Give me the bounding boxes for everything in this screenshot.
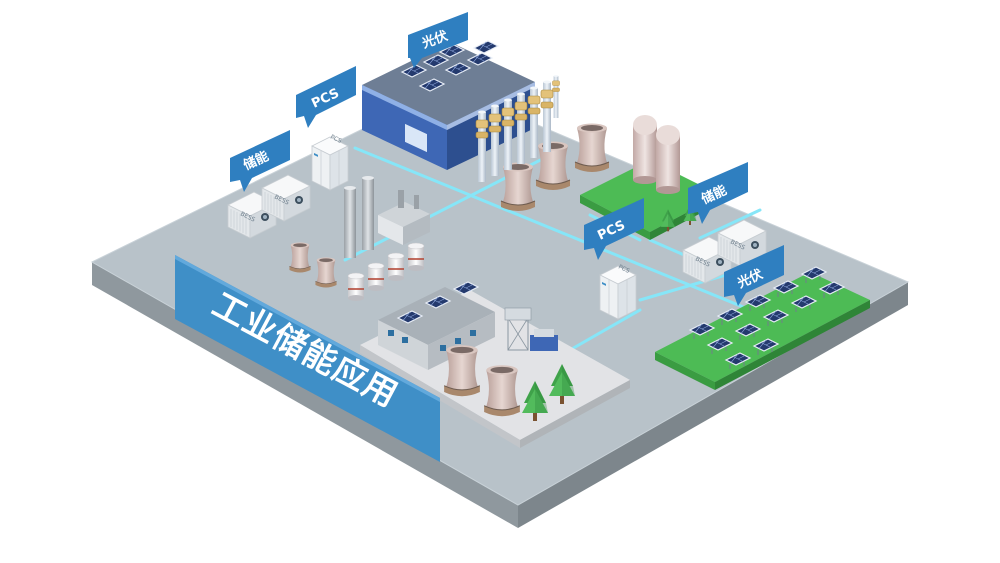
bottom-factory-building — [378, 281, 495, 370]
pcs-label: PCS — [329, 134, 343, 145]
small-plant-building — [378, 190, 430, 245]
solar-farm — [655, 267, 870, 390]
left-chimney-area — [289, 176, 430, 302]
pcs-label: PCS — [617, 264, 631, 275]
tag-storage-left: 储能 — [230, 130, 290, 192]
chemical-plant-green-zone — [580, 115, 720, 240]
left-storage-units: BESS BESS — [227, 174, 311, 239]
tag-pcs-left: PCS — [296, 66, 356, 128]
water-tower — [504, 307, 558, 351]
tag-pv-top: 光伏 — [408, 12, 468, 68]
bottom-factory-zone — [360, 281, 630, 448]
left-pcs-cabinet: PCS — [311, 134, 349, 191]
tag-storage-right: 储能 — [688, 162, 748, 224]
main-factory-building — [362, 40, 560, 183]
right-storage-units: BESS BESS — [682, 219, 767, 284]
center-pcs-cabinet: PCS — [599, 264, 637, 320]
